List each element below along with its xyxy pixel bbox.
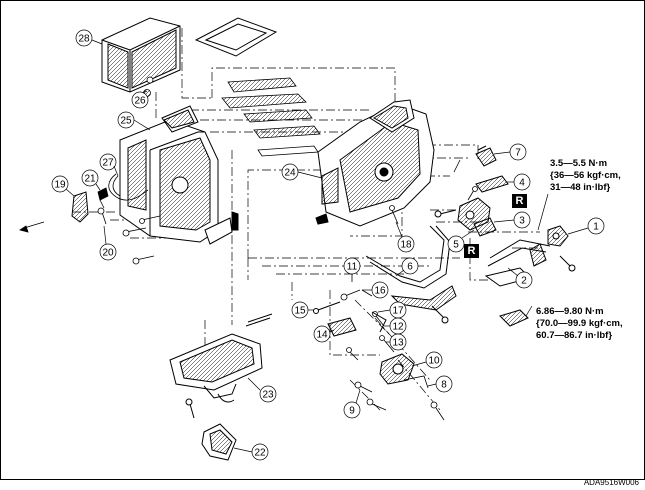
bracket-19 <box>71 191 89 223</box>
callout-6: 6 <box>407 262 413 273</box>
connector-5 <box>473 217 497 237</box>
filter-frame-gasket <box>194 17 278 57</box>
seal-strips <box>221 77 321 157</box>
callout-21: 21 <box>84 174 96 185</box>
torque-spec-lower-line1: 6.86—9.80 N·m <box>536 306 604 317</box>
callout-20: 20 <box>102 248 114 259</box>
callout-10: 10 <box>428 356 440 367</box>
gasket-4 <box>475 175 509 193</box>
screw-20 <box>97 207 107 225</box>
screw-set-9 <box>354 381 387 411</box>
clip-lower-right <box>499 309 529 327</box>
callout-11: 11 <box>347 262 358 273</box>
callout-9: 9 <box>349 406 355 417</box>
callout-5: 5 <box>453 240 459 251</box>
torque-spec-upper-line1: 3.5—5.5 N·m <box>550 158 608 169</box>
screw-13 <box>379 335 395 353</box>
callout-12: 12 <box>392 322 404 333</box>
link-12 <box>371 311 387 333</box>
callout-28: 28 <box>78 34 90 45</box>
screw-set-center <box>340 263 385 361</box>
callout-group: 28 26 25 27 21 19 20 24 7 4 3 5 <box>51 29 605 461</box>
callout-22: 22 <box>254 448 266 459</box>
callout-14: 14 <box>316 330 328 341</box>
callout-15: 15 <box>294 306 306 317</box>
callout-13: 13 <box>392 338 404 349</box>
callout-17: 17 <box>392 306 404 317</box>
callout-16: 16 <box>374 286 386 297</box>
callout-1: 1 <box>593 222 599 233</box>
spec-leader-lines <box>525 193 549 317</box>
callout-24: 24 <box>284 168 296 179</box>
cover-22 <box>201 423 237 461</box>
callout-25: 25 <box>120 116 132 127</box>
figure-code: ADA9516W006 <box>583 478 639 487</box>
callout-27: 27 <box>102 158 114 169</box>
clip-21 <box>97 187 109 209</box>
callout-18: 18 <box>400 240 412 251</box>
replace-badge-upper: R <box>512 194 527 208</box>
torque-spec-lower-line2: {70.0—99.9 kgf·cm, <box>536 318 623 329</box>
blower-case-left <box>119 105 239 245</box>
actuator-10 <box>379 353 415 385</box>
heater-case-right <box>315 99 435 227</box>
linkage-18 <box>389 205 399 225</box>
pin-15 <box>313 301 341 314</box>
torque-spec-upper-line3: 31—48 in·lbf} <box>550 182 611 193</box>
sensor-7 <box>475 145 497 167</box>
bracket-8 <box>403 375 445 421</box>
torque-spec-upper-line2: {36—56 kgf·cm, <box>550 170 621 181</box>
callout-19: 19 <box>54 180 66 191</box>
wire-harness-27 <box>108 173 149 201</box>
callout-4: 4 <box>519 178 525 189</box>
torque-spec-upper: 3.5—5.5 N·m {36—56 kgf·cm, 31—48 in·lbf} <box>550 158 621 194</box>
callout-3: 3 <box>519 216 525 227</box>
replace-badge-lower: R <box>464 244 479 258</box>
air-filter-cartridge <box>101 17 181 93</box>
cam-lever-1 <box>547 225 569 247</box>
callout-7: 7 <box>515 148 521 159</box>
bracket-14 <box>327 317 357 337</box>
screw-set-mid <box>453 159 478 201</box>
callout-8: 8 <box>441 380 447 391</box>
torque-spec-lower-line3: 60.7—86.7 in·lbf} <box>536 330 613 341</box>
screw-set-left <box>19 215 161 265</box>
callout-26: 26 <box>134 96 146 107</box>
callout-23: 23 <box>262 390 274 401</box>
callout-2: 2 <box>521 276 527 287</box>
blower-motor-unit-23 <box>169 313 273 419</box>
torque-spec-lower: 6.86—9.80 N·m {70.0—99.9 kgf·cm, 60.7—86… <box>536 306 623 342</box>
